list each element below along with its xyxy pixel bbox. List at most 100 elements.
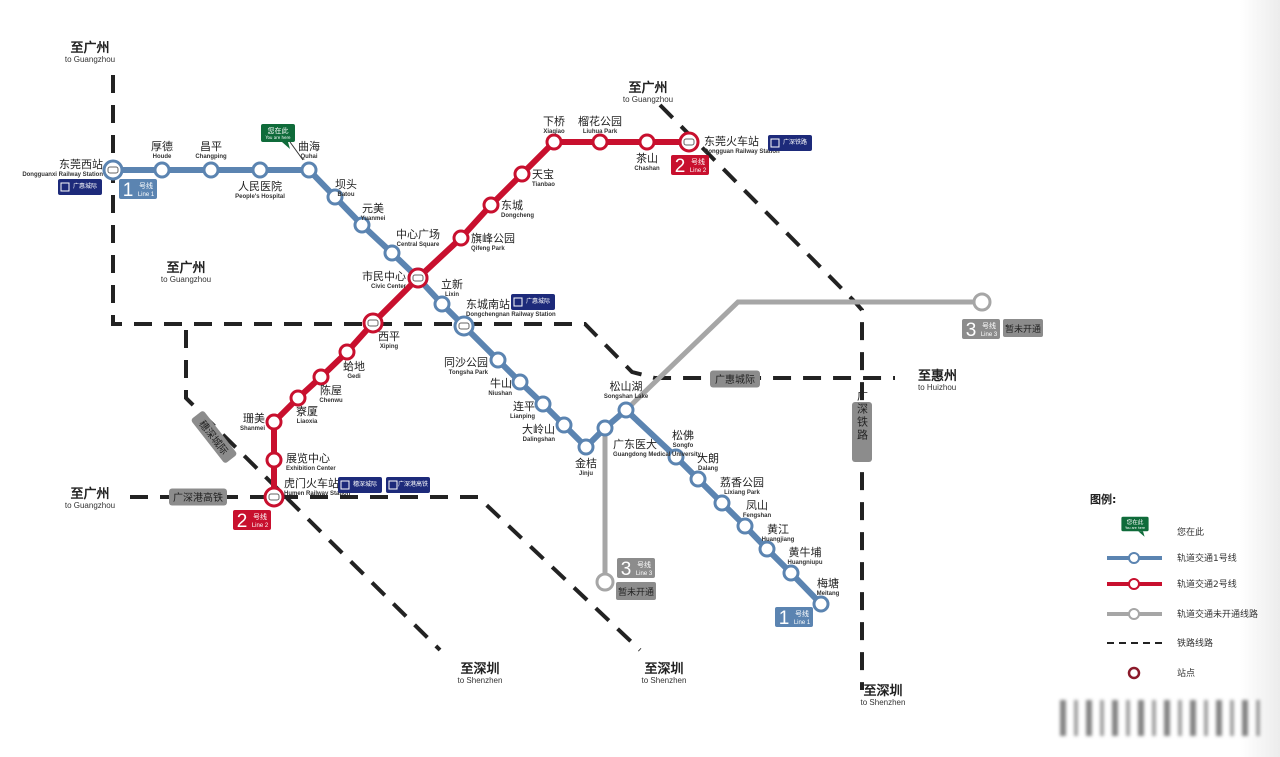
line-number: 1	[779, 608, 790, 629]
here-zh: 您在此	[268, 126, 289, 135]
station-marker-line1	[489, 351, 507, 369]
station-name-en: Yuanmei	[361, 216, 386, 222]
station-name-en: Qifeng Park	[471, 246, 505, 252]
station-name-en: Xiaqiao	[543, 129, 565, 135]
railway-name-tag: 穗深城际	[191, 411, 237, 463]
station-name-zh: 东莞西站	[59, 157, 103, 171]
railway-name: 广深铁路	[856, 390, 869, 442]
station-name-en: Dongguanxi Railway Station	[22, 172, 103, 178]
train-icon	[683, 138, 695, 146]
railway-line	[184, 330, 442, 652]
interchange-badge: 广深铁路	[768, 135, 812, 151]
station-name-en: Lixiang Park	[724, 490, 760, 496]
legend-station-swatch	[1128, 578, 1140, 590]
badge-bg	[962, 319, 1000, 339]
line-badge-en: Line 2	[252, 523, 269, 529]
station-name-zh: 东城	[501, 199, 523, 212]
stations	[102, 131, 992, 613]
direction-label-en: to Guangzhou	[65, 501, 115, 510]
line-number: 3	[966, 320, 977, 341]
station-name-zh: 中心广场	[396, 227, 440, 241]
badge-label: 穗深城际	[353, 480, 377, 488]
station-name-zh: 黄牛埔	[789, 545, 822, 559]
station-name-zh: 展览中心	[286, 451, 330, 465]
station-marker-line2	[513, 165, 531, 183]
tag-bg	[1003, 319, 1043, 337]
station-name-en: Jinju	[579, 471, 593, 477]
station-name-en: Shanmei	[240, 426, 265, 432]
direction-label-zh: 至广州	[70, 40, 109, 56]
station-marker-line1	[153, 161, 171, 179]
station-name-zh: 同沙公园	[444, 356, 488, 369]
railway-line	[130, 495, 642, 652]
rail-icon	[513, 297, 523, 307]
station-marker-line1	[251, 161, 269, 179]
station-marker-line2	[591, 133, 609, 151]
direction-label-zh: 至广州	[70, 486, 109, 502]
station-name-zh: 榴花公园	[578, 114, 622, 128]
station-name-en: Central Square	[397, 242, 440, 248]
legend-station-icon	[1127, 666, 1141, 680]
station-name-en: Meitang	[817, 591, 840, 597]
line-badge-zh: 号线	[253, 512, 267, 521]
station-name-en: Dalang	[698, 466, 718, 472]
line-badge-zh: 号线	[139, 181, 153, 190]
station-name-zh: 茶山	[636, 152, 658, 165]
station-name-zh: 昌平	[200, 140, 222, 153]
rail-icon	[770, 138, 780, 148]
train-icon	[367, 319, 379, 327]
station-name-zh: 旗峰公园	[471, 231, 515, 245]
station-name-zh: 天宝	[532, 167, 554, 181]
line-badge-en: Line 3	[981, 332, 998, 338]
train-icon	[412, 274, 424, 282]
badge-bg	[617, 558, 655, 578]
station-name-zh: 东莞火车站	[704, 134, 759, 148]
line-badge-en: Line 3	[636, 571, 653, 577]
station-marker-line1	[667, 448, 685, 466]
station-name-en: Lixin	[445, 292, 459, 298]
tag-bg	[191, 411, 237, 463]
station-marker-line2	[312, 368, 330, 386]
line-badge: 2 号线 Line 2	[233, 510, 271, 532]
line-badge-en: Line 1	[794, 620, 811, 626]
badge-label: 广深港高铁	[398, 480, 428, 488]
station-name-en: Huangjiang	[762, 537, 795, 543]
station-marker-line2	[265, 451, 283, 469]
station-name-en: Xiping	[380, 344, 399, 350]
station-marker-line1	[511, 373, 529, 391]
badge-label: 广惠城际	[73, 182, 97, 190]
station-name-en: Fengshan	[743, 513, 772, 519]
station-name-zh: 广东医大	[613, 437, 657, 451]
direction-label-en: to Guangzhou	[161, 275, 211, 284]
station-name-zh: 厚德	[151, 139, 173, 153]
station-marker-line2	[678, 131, 700, 153]
station-name-en: People's Hospital	[235, 194, 285, 200]
station-name-zh: 曲海	[298, 139, 320, 153]
legend-title: 图例:	[1090, 492, 1116, 506]
line-number: 2	[675, 156, 686, 177]
direction-label-en: to Guangzhou	[65, 55, 115, 64]
badge-label: 广深铁路	[783, 138, 807, 146]
rail-icon	[340, 480, 350, 490]
station-name-zh: 金桔	[575, 456, 597, 470]
here-leader	[289, 141, 304, 161]
line-badge-zh: 号线	[795, 609, 809, 618]
legend-item-label: 铁路线路	[1177, 637, 1213, 649]
station-name-zh: 牛山	[490, 376, 512, 390]
edge-shade	[1240, 0, 1280, 757]
line-number: 2	[237, 511, 248, 532]
tag-bg	[852, 402, 872, 462]
station-marker-line2	[289, 389, 307, 407]
station-name-en: Lianping	[510, 414, 535, 420]
direction-label-en: to Huizhou	[918, 383, 956, 392]
tag-bg	[710, 370, 760, 388]
direction-label-en: to Guangzhou	[623, 95, 673, 104]
railway-line	[111, 75, 895, 380]
station-name-zh: 虎门火车站	[284, 476, 339, 490]
station-marker-line2	[265, 413, 283, 431]
line-badge-zh: 号线	[982, 321, 996, 330]
railway-name-tag: 广深铁路	[852, 390, 872, 462]
here-bg	[1121, 516, 1149, 532]
